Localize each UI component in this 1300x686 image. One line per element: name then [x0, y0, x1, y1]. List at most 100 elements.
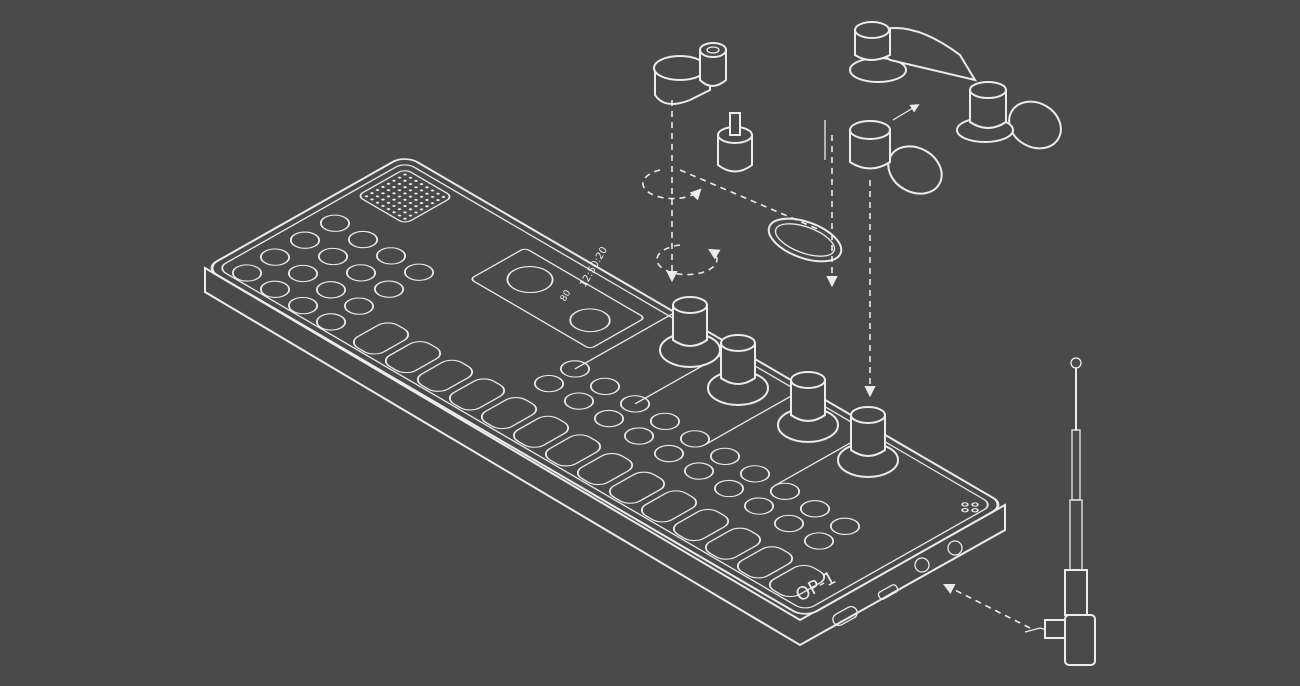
speaker-hole [403, 205, 407, 208]
function-button[interactable] [311, 310, 351, 333]
knob-icon [653, 42, 727, 105]
speaker-hole [436, 199, 440, 202]
speaker-hole [397, 176, 402, 179]
speaker-hole [403, 186, 407, 189]
speaker-hole [419, 189, 424, 192]
white-key[interactable] [348, 320, 414, 358]
speaker-hole [414, 211, 418, 214]
white-key[interactable] [412, 357, 478, 395]
speaker-hole [392, 186, 396, 189]
audio-jack-icon [914, 557, 930, 573]
function-button[interactable] [735, 462, 775, 485]
white-key[interactable] [700, 525, 766, 563]
exploded-parts [642, 21, 1096, 666]
speaker-hole [386, 182, 391, 185]
white-key[interactable] [540, 432, 606, 470]
speaker-hole [425, 205, 429, 208]
function-button[interactable] [795, 497, 835, 520]
function-button[interactable] [589, 407, 629, 430]
function-button[interactable] [315, 212, 355, 235]
white-key[interactable] [476, 394, 542, 432]
function-button[interactable] [343, 228, 383, 251]
white-key[interactable] [764, 562, 830, 600]
knob-icon[interactable] [707, 334, 769, 406]
speaker-hole [408, 195, 413, 198]
function-button[interactable] [371, 244, 411, 267]
function-button[interactable] [679, 460, 719, 483]
knob-icon[interactable] [837, 406, 899, 478]
speaker-hole [375, 201, 380, 204]
function-button[interactable] [675, 427, 715, 450]
function-button[interactable] [341, 261, 381, 284]
speaker-hole [397, 214, 402, 217]
function-button[interactable] [705, 445, 745, 468]
function-button[interactable] [255, 278, 295, 301]
power-switch[interactable] [831, 604, 860, 627]
function-button[interactable] [619, 425, 659, 448]
speaker-hole [375, 189, 380, 192]
function-button[interactable] [799, 530, 839, 553]
speaker-hole [370, 192, 374, 195]
function-button[interactable] [285, 229, 325, 252]
speaker-hole [419, 202, 424, 205]
function-button[interactable] [709, 477, 749, 500]
side-ports [831, 540, 963, 627]
function-button[interactable] [765, 480, 805, 503]
white-key[interactable] [732, 543, 798, 581]
speaker-hole [403, 211, 407, 214]
function-button[interactable] [585, 375, 625, 398]
function-button[interactable] [339, 295, 379, 318]
white-key[interactable] [444, 376, 510, 414]
speaker-hole [414, 205, 418, 208]
knob-icon[interactable] [659, 296, 721, 368]
function-button[interactable] [313, 245, 353, 268]
speaker-hole [381, 192, 385, 195]
device-top [210, 158, 1000, 615]
speaker-hole [381, 198, 385, 201]
function-button[interactable] [825, 515, 865, 538]
speaker-hole [403, 179, 407, 182]
function-button[interactable] [283, 294, 323, 317]
function-button[interactable] [227, 261, 267, 284]
speaker-grille-icon [359, 170, 451, 223]
white-key[interactable] [604, 469, 670, 507]
logo-dots [961, 502, 979, 513]
knob-shaft [717, 112, 753, 173]
white-key[interactable] [636, 487, 702, 525]
function-button[interactable] [529, 372, 569, 395]
speaker-hole [419, 208, 424, 211]
function-button[interactable] [399, 261, 439, 284]
knob-icon[interactable] [777, 371, 839, 443]
screen [471, 248, 644, 349]
speaker-hole [414, 198, 418, 201]
knob-with-disc [824, 120, 943, 195]
speaker-hole [419, 183, 424, 186]
white-key[interactable] [508, 413, 574, 451]
function-button[interactable] [769, 512, 809, 535]
device-body-side [204, 266, 1006, 647]
speaker-hole [386, 208, 391, 211]
function-button[interactable] [649, 442, 689, 465]
tape-reel-icon [506, 266, 554, 294]
function-button[interactable] [559, 390, 599, 413]
speaker-hole [414, 186, 418, 189]
speaker-hole [403, 217, 407, 220]
speaker-hole [403, 192, 407, 195]
function-button[interactable] [283, 262, 323, 285]
function-button[interactable] [255, 246, 295, 269]
white-key[interactable] [380, 338, 446, 376]
speaker-hole [414, 179, 418, 182]
white-key[interactable] [572, 450, 638, 488]
speaker-hole [430, 195, 435, 198]
speaker-hole [397, 189, 402, 192]
o-ring [767, 217, 843, 263]
function-button[interactable] [311, 278, 351, 301]
speaker-hole [397, 195, 402, 198]
speaker-hole [392, 198, 396, 201]
speaker-hole [408, 208, 413, 211]
function-button[interactable] [739, 495, 779, 518]
white-key[interactable] [668, 506, 734, 544]
function-button[interactable] [645, 410, 685, 433]
function-button[interactable] [369, 278, 409, 301]
